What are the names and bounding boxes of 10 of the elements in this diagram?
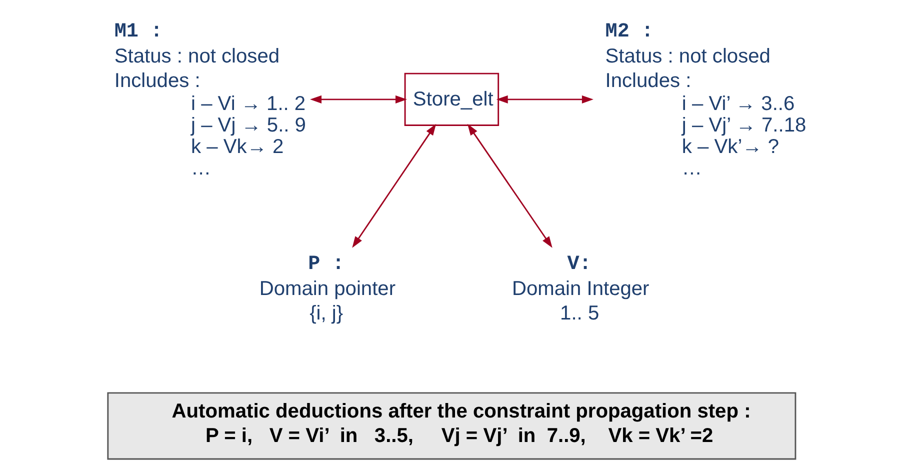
node-text: P : Domain pointer {i, j}: [258, 253, 396, 324]
node-text: M2 : Status : not closed Includes : i – Vi’ → 3..6 j – Vj’ → 7..18 k – Vk’→ ? …: [604, 20, 806, 180]
node-box: Store_elt: [404, 72, 499, 126]
node-text: V: Domain Integer 1.. 5: [511, 253, 649, 324]
node-text: M1 : Status : not closed Includes : i – Vi → 1.. 2 j – Vj → 5.. 9 k – Vk→ 2 …: [114, 20, 306, 180]
node-box: Automatic deductions after the constraint propagation step : P = i, V = Vi’ in 3..5, Vj = Vj’ in 7..9, Vk = Vk’ =2: [106, 392, 796, 460]
arrow: [352, 124, 436, 248]
arrow: [466, 124, 552, 248]
arrow: [496, 95, 593, 104]
arrow: [310, 95, 406, 104]
